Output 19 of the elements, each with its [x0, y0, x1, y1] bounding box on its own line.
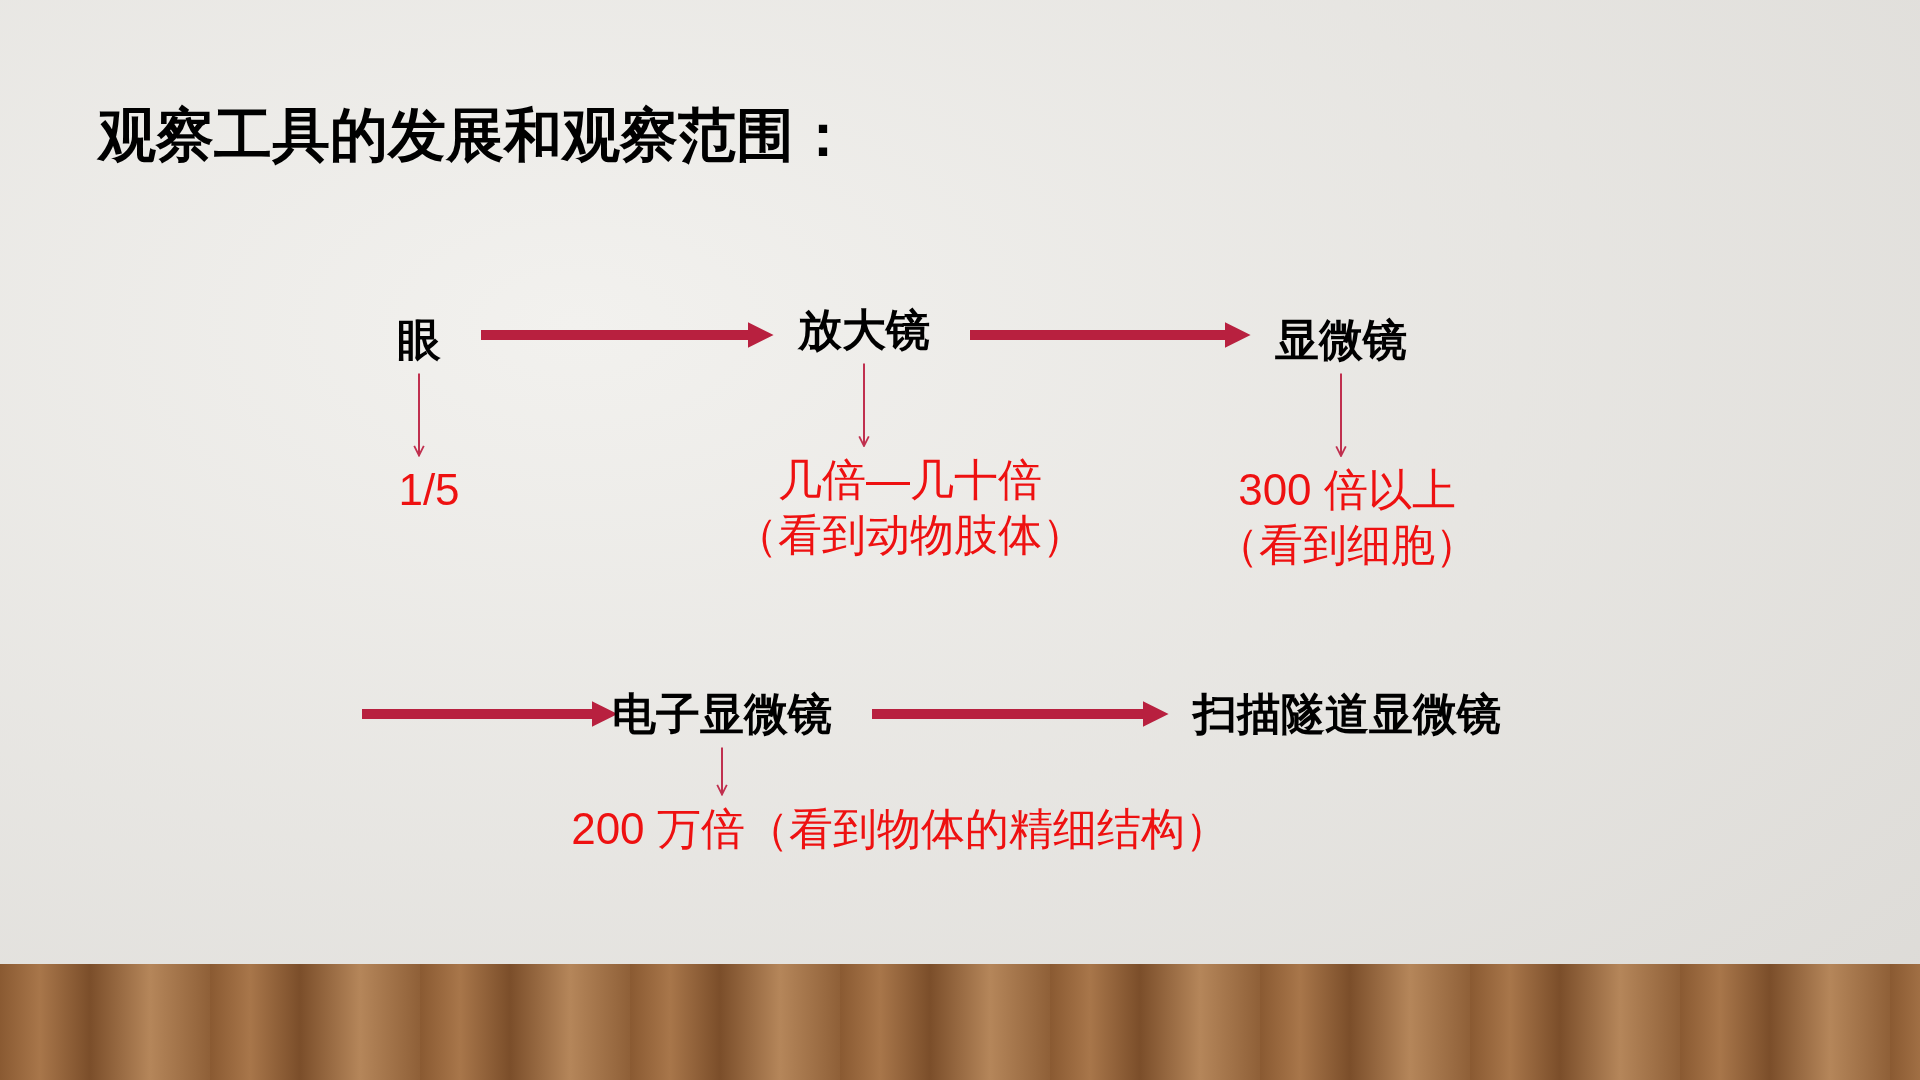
arrow: [413, 372, 425, 457]
tool-name: 放大镜: [798, 302, 930, 358]
magnification-text: 200 万倍（看到物体的精细结构）: [571, 800, 1229, 856]
tool-name: 显微镜: [1275, 312, 1407, 368]
slide-title: 观察工具的发展和观察范围：: [98, 102, 852, 170]
arrow: [481, 322, 774, 348]
observation-note: （看到细胞）: [1215, 519, 1479, 571]
tool-name: 眼: [397, 312, 441, 368]
arrow: [970, 322, 1251, 348]
magnification-text: 1/5: [398, 461, 460, 517]
tool-name: 电子显微镜: [612, 686, 832, 742]
arrow: [716, 746, 728, 796]
observation-note: （看到动物肢体）: [734, 509, 1086, 561]
tool-name: 扫描隧道显微镜: [1193, 686, 1501, 742]
magnification-text: 几倍—几十倍: [778, 454, 1042, 506]
magnification-text: 300 倍以上: [1238, 464, 1456, 516]
arrow: [1335, 372, 1347, 457]
arrow: [858, 362, 870, 447]
arrow: [872, 701, 1169, 727]
